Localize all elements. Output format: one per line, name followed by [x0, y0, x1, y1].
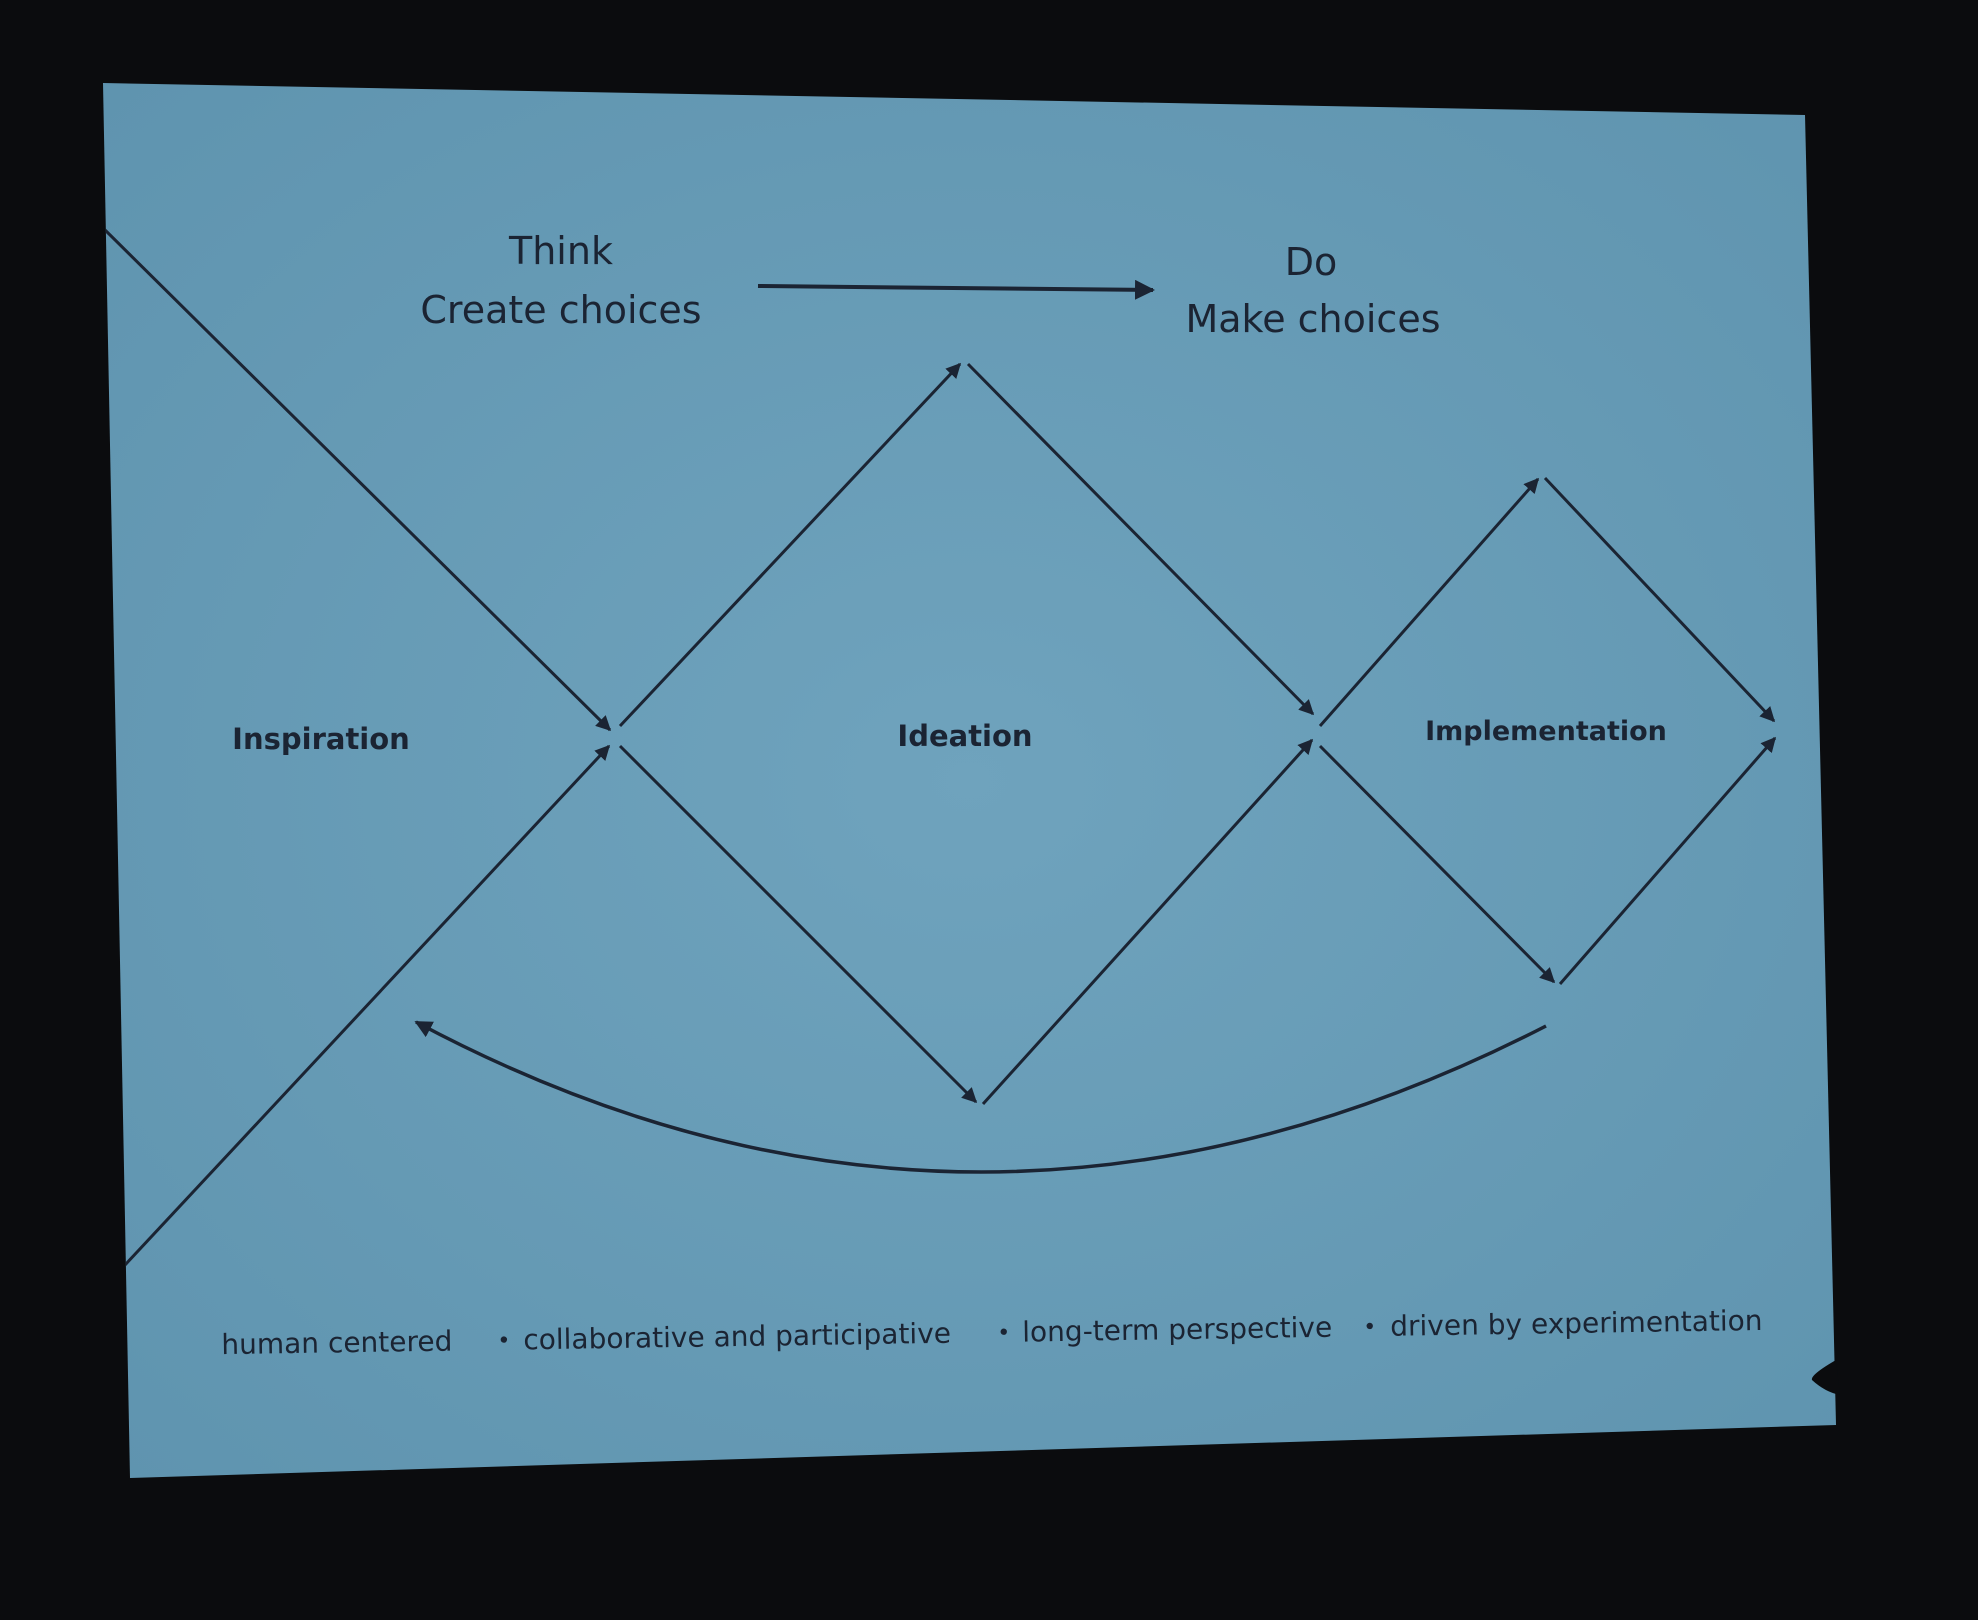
- principle-human-centered: human centered: [221, 1325, 453, 1362]
- ideation-converge-down-line: [966, 362, 1315, 716]
- principle-long-term: long-term perspective: [1022, 1311, 1332, 1349]
- principles-footer: human centered • collaborative and parti…: [221, 1304, 1763, 1361]
- implementation-diverge-down-line: [1318, 744, 1556, 984]
- implementation-diverge-up-line: [1318, 477, 1540, 727]
- principle-separator: •: [497, 1329, 510, 1354]
- principle-collaborative: collaborative and participative: [523, 1317, 951, 1357]
- principle-experimentation: driven by experimentation: [1390, 1304, 1763, 1343]
- diagram-content: Think Create choices Do Make choices Ins…: [103, 226, 1777, 1361]
- ideation-converge-up-line: [981, 738, 1314, 1106]
- think-label: Think: [508, 229, 613, 273]
- inspiration-label: Inspiration: [232, 722, 410, 756]
- do-label: Do: [1285, 240, 1338, 284]
- foreground-shadow: [1811, 1360, 1840, 1395]
- implementation-converge-down-line: [1543, 476, 1776, 723]
- ideation-diverge-up-line: [618, 362, 962, 728]
- principle-separator: •: [1363, 1315, 1376, 1340]
- think-to-do-arrow: [757, 279, 1155, 300]
- make-choices-label: Make choices: [1185, 297, 1440, 341]
- ideation-label: Ideation: [897, 719, 1032, 753]
- feedback-loop-arc: [414, 1020, 1547, 1174]
- implementation-label: Implementation: [1425, 716, 1667, 747]
- implementation-converge-up-line: [1558, 736, 1777, 985]
- create-choices-label: Create choices: [420, 288, 701, 332]
- inspiration-lower-line: [123, 744, 611, 1267]
- principle-separator: •: [997, 1321, 1010, 1346]
- inspiration-upper-line: [103, 226, 612, 732]
- ideation-diverge-down-line: [618, 744, 978, 1104]
- slide-background: [103, 83, 1836, 1478]
